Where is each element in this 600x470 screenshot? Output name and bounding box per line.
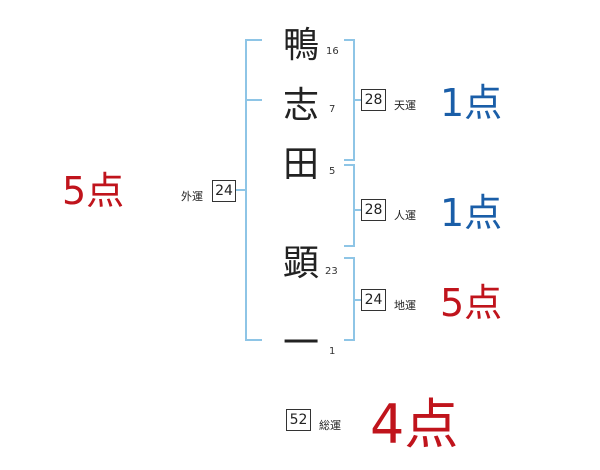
stroke-count-1: 16: [326, 46, 339, 57]
jinun-score: 1点: [440, 191, 503, 235]
tenun-label: 天運: [394, 99, 416, 112]
name-char-4: 顕: [282, 243, 319, 284]
gaiun-value-box: 24: [212, 180, 236, 202]
tenun-score: 1点: [440, 81, 503, 125]
tenun-bracket: [344, 39, 362, 161]
stroke-count-2: 7: [329, 104, 336, 115]
gaiun-score: 5点: [62, 169, 125, 213]
souun-label: 総運: [319, 419, 341, 432]
name-char-3: 田: [282, 144, 319, 185]
jinun-bracket: [344, 164, 362, 247]
jinun-label: 人運: [394, 209, 416, 222]
chiun-bracket: [344, 257, 362, 341]
chiun-label: 地運: [394, 299, 416, 312]
souun-score: 4点: [370, 393, 459, 456]
jinun-value-box: 28: [361, 199, 386, 221]
tenun-value-box: 28: [361, 89, 386, 111]
gaiun-label: 外運: [181, 190, 203, 203]
souun-value-box: 52: [286, 409, 311, 431]
chiun-score: 5点: [440, 281, 503, 325]
name-char-1: 鴨: [282, 25, 319, 66]
outer-bracket: [236, 39, 262, 341]
stroke-count-5: 1: [329, 346, 336, 357]
name-char-5: 一: [282, 323, 319, 364]
stroke-count-4: 23: [325, 266, 338, 277]
stroke-count-3: 5: [329, 166, 336, 177]
chiun-value-box: 24: [361, 289, 386, 311]
name-char-2: 志: [282, 85, 319, 126]
